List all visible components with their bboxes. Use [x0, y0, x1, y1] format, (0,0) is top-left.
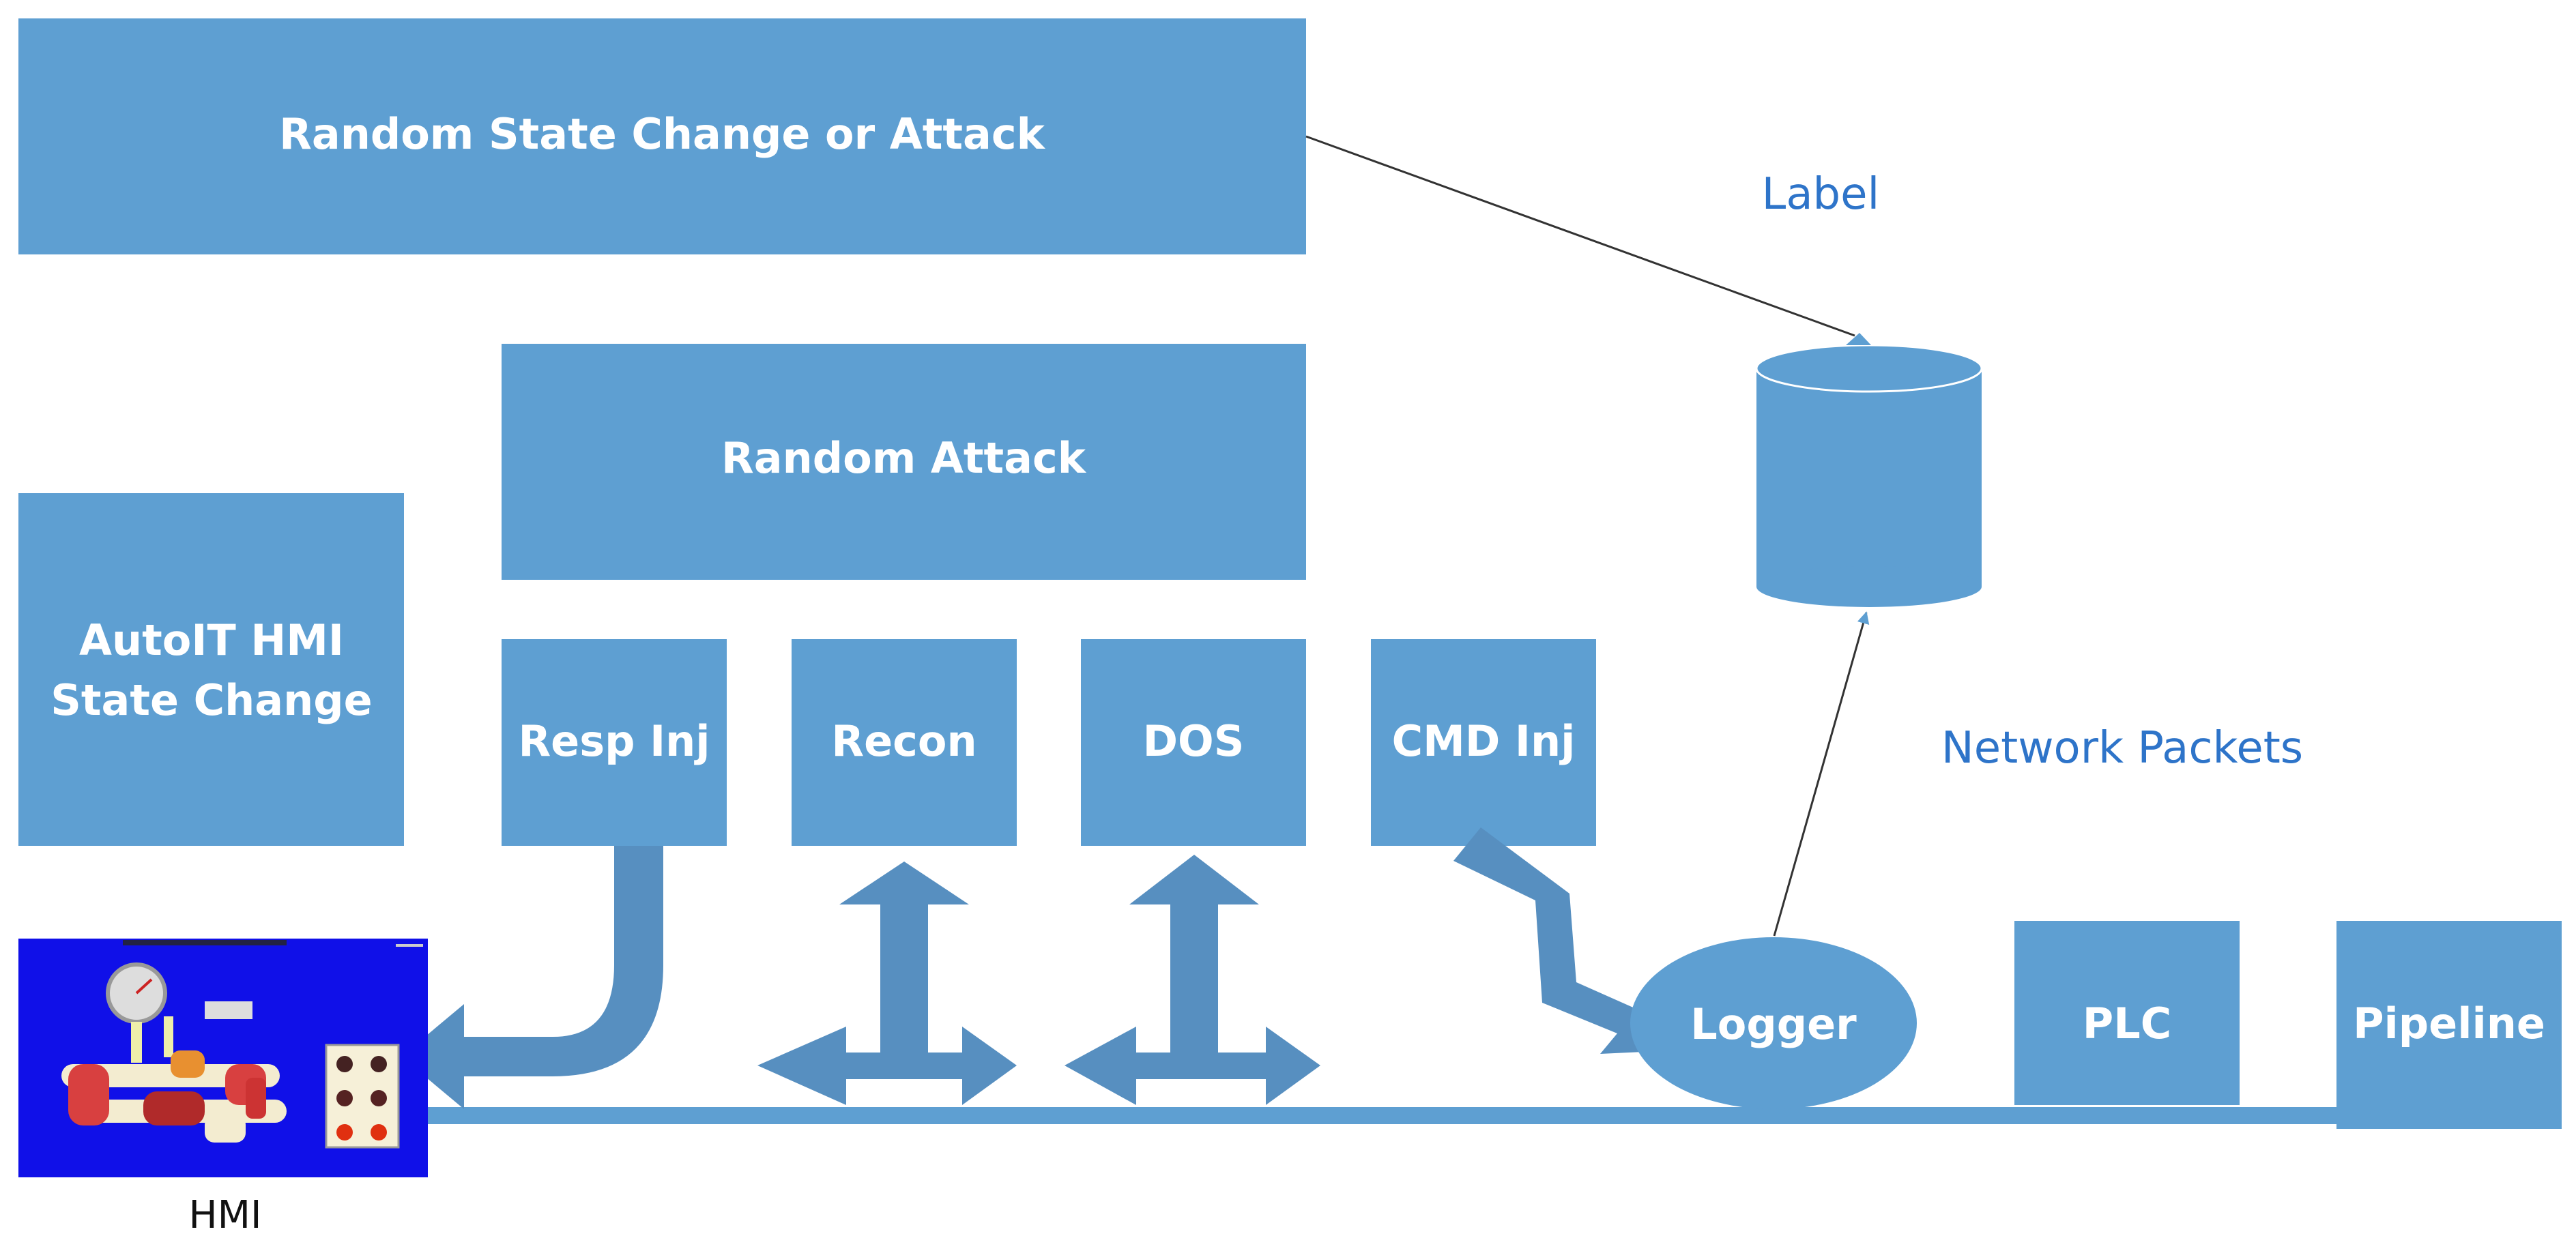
- cmd-inj-box: CMD Inj: [1371, 639, 1596, 846]
- dos-text: DOS: [1143, 716, 1245, 766]
- recon-bidirectional-arrow: [757, 862, 1017, 1105]
- resp-inj-text: Resp Inj: [518, 716, 710, 766]
- hmi-pipeline-screenshot-icon: [18, 939, 428, 1177]
- random-state-change-box: Random State Change or Attack: [18, 18, 1306, 254]
- recon-text: Recon: [831, 716, 976, 766]
- logger-to-database-line: [1773, 611, 1870, 937]
- logger-node: Logger: [1630, 937, 1917, 1109]
- pipeline-box: Pipeline: [2336, 921, 2562, 1129]
- network-packets-text: Network Packets: [1941, 723, 2303, 774]
- label-connector-line: [1305, 135, 1855, 337]
- random-state-change-text: Random State Change or Attack: [279, 109, 1046, 159]
- hmi-label: HMI: [189, 1193, 262, 1237]
- logger-text: Logger: [1690, 999, 1857, 1049]
- random-attack-text: Random Attack: [721, 433, 1087, 483]
- pipeline-text: Pipeline: [2353, 999, 2545, 1048]
- cmd-inj-text: CMD Inj: [1392, 716, 1576, 766]
- autoit-text-line2: State Change: [50, 675, 372, 725]
- autoit-state-change-box: AutoIT HMI State Change: [18, 493, 404, 846]
- autoit-text-line1: AutoIT HMI: [79, 615, 344, 665]
- recon-box: Recon: [792, 639, 1017, 846]
- random-attack-box: Random Attack: [502, 344, 1306, 580]
- resp-inj-box: Resp Inj: [502, 639, 727, 846]
- dos-bidirectional-arrow: [1065, 855, 1320, 1105]
- label-text: Label: [1762, 169, 1880, 220]
- plc-text: PLC: [2083, 999, 2171, 1048]
- database-cylinder-icon: [1755, 333, 1983, 607]
- plc-box: PLC: [2014, 921, 2240, 1105]
- resp-inj-arrow: [401, 846, 663, 1109]
- dos-box: DOS: [1081, 639, 1306, 846]
- network-bus: [388, 1107, 2388, 1124]
- cmd-inj-arrow: [1453, 827, 1672, 1054]
